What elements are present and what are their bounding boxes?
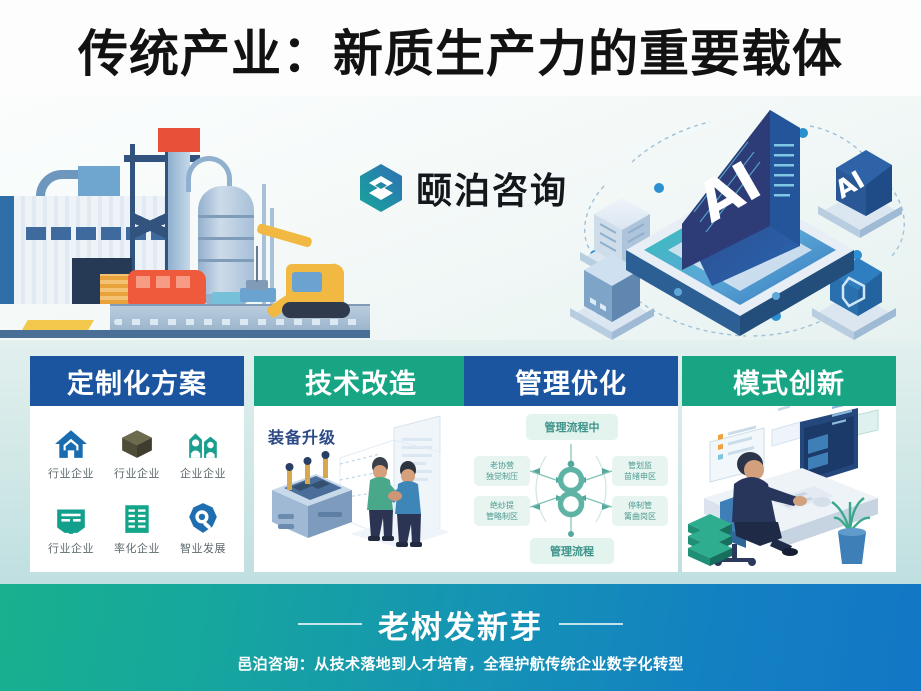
diagram-top-label: 管理流程中 xyxy=(545,420,600,434)
factory-stack-cap xyxy=(158,128,200,152)
footer-rule-right xyxy=(559,623,623,625)
card-header: 定制化方案 xyxy=(30,356,244,406)
factory-ground-mark xyxy=(22,320,94,330)
factory-hook-cable xyxy=(256,246,258,282)
diagram-side-label: 篱曲岗区 xyxy=(624,511,656,521)
card-body: 装备升级 xyxy=(254,406,468,572)
ai-isometric-platform-graphic: AI xyxy=(560,100,921,348)
grid-item-cube[interactable]: 行业企业 xyxy=(104,416,170,491)
person-at-desk-workstation-illustration xyxy=(688,406,879,566)
ai-card-node-icon: AI xyxy=(818,150,902,238)
diagram-side-label: 老协营 xyxy=(490,460,514,470)
factory-silo-band xyxy=(198,259,254,262)
ai-graphic-svg: AI xyxy=(570,110,905,340)
icon-label: 行业企业 xyxy=(48,466,94,480)
factory-ground-line xyxy=(0,330,370,338)
card-body: 行业企业 行业企业 xyxy=(30,406,244,572)
factory-small-machine xyxy=(212,292,242,304)
icon-label: 率化企业 xyxy=(114,541,160,555)
card-title: 管理优化 xyxy=(515,368,627,400)
building-node-icon xyxy=(570,254,654,340)
factory-vent-box xyxy=(78,166,120,196)
card-header: 技术改造 xyxy=(254,356,468,406)
brand-logo: 颐泊咨询 xyxy=(358,162,568,214)
brand-name: 颐泊咨询 xyxy=(416,171,569,212)
page-title: 传统产业：新质生产力的重要载体 xyxy=(78,25,843,83)
grid-item-factory[interactable]: 行业企业 xyxy=(38,491,104,566)
footer-headline-row: 老树发新芽 xyxy=(298,602,623,647)
grid-item-house[interactable]: 行业企业 xyxy=(38,416,104,491)
floating-note-card xyxy=(771,406,801,447)
factory-smokestack xyxy=(168,128,190,304)
card-title: 定制化方案 xyxy=(67,368,207,400)
factory-duct xyxy=(186,156,232,192)
factory-hook xyxy=(246,280,268,290)
feature-card-custom-solution[interactable]: 定制化方案 行业企业 xyxy=(30,356,244,572)
footer-rule-left xyxy=(298,623,362,625)
machine-spindles xyxy=(285,451,330,490)
feature-card-tech-upgrade[interactable]: 技术改造 装备升级 xyxy=(254,356,468,572)
factory-silo-band xyxy=(198,237,254,240)
card-header: 模式创新 xyxy=(682,356,896,406)
diagram-bottom-label: 管理流程 xyxy=(550,544,594,558)
diagram-side-label: 停制管 xyxy=(628,500,652,510)
factory-crate xyxy=(240,288,276,302)
grid-item-people[interactable]: 企业企业 xyxy=(170,416,236,491)
diagram-side-label: 绝纱提 xyxy=(490,500,514,510)
machine-upgrade-handshake-illustration xyxy=(272,415,450,548)
icon-label: 智业发展 xyxy=(180,541,226,555)
grid-item-office-doc[interactable]: 率化企业 xyxy=(104,491,170,566)
factory-truck-windows xyxy=(136,276,196,288)
factory-scaffold-deck xyxy=(124,155,200,162)
house-icon xyxy=(55,429,87,458)
icon-label: 企业企业 xyxy=(180,466,226,480)
card-body: 管理流程中 管理流程 老协营 独觉制压 绝纱提 管略制区 管划监 苗绪申区 停 xyxy=(464,406,678,572)
card-body xyxy=(682,406,896,572)
factory-pipe-thin xyxy=(262,184,266,304)
server-stack xyxy=(688,514,732,566)
footer-band: 老树发新芽 邑泊咨询：从技术落地到人才培育，全程护航传统企业数字化转型 xyxy=(0,584,921,691)
card-title: 技术改造 xyxy=(305,368,417,400)
diagram-side-label: 管略制区 xyxy=(486,511,518,521)
feature-cards-strip: 定制化方案 行业企业 xyxy=(0,340,921,588)
cube-box-icon xyxy=(122,429,152,458)
footer-subline: 邑泊咨询：从技术落地到人才培育，全程护航传统企业数字化转型 xyxy=(237,654,684,673)
diagram-side-label: 苗绪申区 xyxy=(624,471,656,481)
factory-pipe-thin xyxy=(270,208,274,304)
factory-building-icon xyxy=(57,508,85,534)
factory-crane-tracks xyxy=(282,302,350,318)
potted-plant xyxy=(831,497,871,564)
title-band: 传统产业：新质生产力的重要载体 xyxy=(0,0,921,100)
feature-card-model-innovation[interactable]: 模式创新 xyxy=(682,356,896,572)
hero-section: 颐泊咨询 xyxy=(0,96,921,348)
feature-card-management-optimization[interactable]: 管理优化 xyxy=(464,356,678,572)
card-title: 模式创新 xyxy=(733,368,845,400)
factory-plant-illustration xyxy=(0,96,370,348)
footer-headline: 老树发新芽 xyxy=(378,609,543,646)
factory-silo xyxy=(198,186,254,296)
office-document-icon xyxy=(125,504,149,533)
diagram-side-label: 独觉制压 xyxy=(486,471,518,481)
hexagon-layers-logo-icon xyxy=(360,164,402,212)
diagram-side-label: 管划监 xyxy=(628,460,652,470)
card-header: 管理优化 xyxy=(464,356,678,406)
icon-label: 行业企业 xyxy=(48,541,94,555)
icon-grid: 行业企业 行业企业 xyxy=(30,406,244,572)
person-seated xyxy=(714,452,807,566)
grid-item-gear-search[interactable]: 智业发展 xyxy=(170,491,236,566)
icon-label: 行业企业 xyxy=(114,466,160,480)
gear-search-icon xyxy=(189,502,217,533)
card-caption: 装备升级 xyxy=(268,428,337,447)
factory-silo-band xyxy=(198,215,254,218)
people-group-icon xyxy=(189,432,217,458)
management-process-flow-diagram: 管理流程中 管理流程 老协营 独觉制压 绝纱提 管略制区 管划监 苗绪申区 停 xyxy=(474,414,668,564)
factory-crane-cabin xyxy=(292,272,322,292)
shield-node-icon xyxy=(812,258,896,340)
